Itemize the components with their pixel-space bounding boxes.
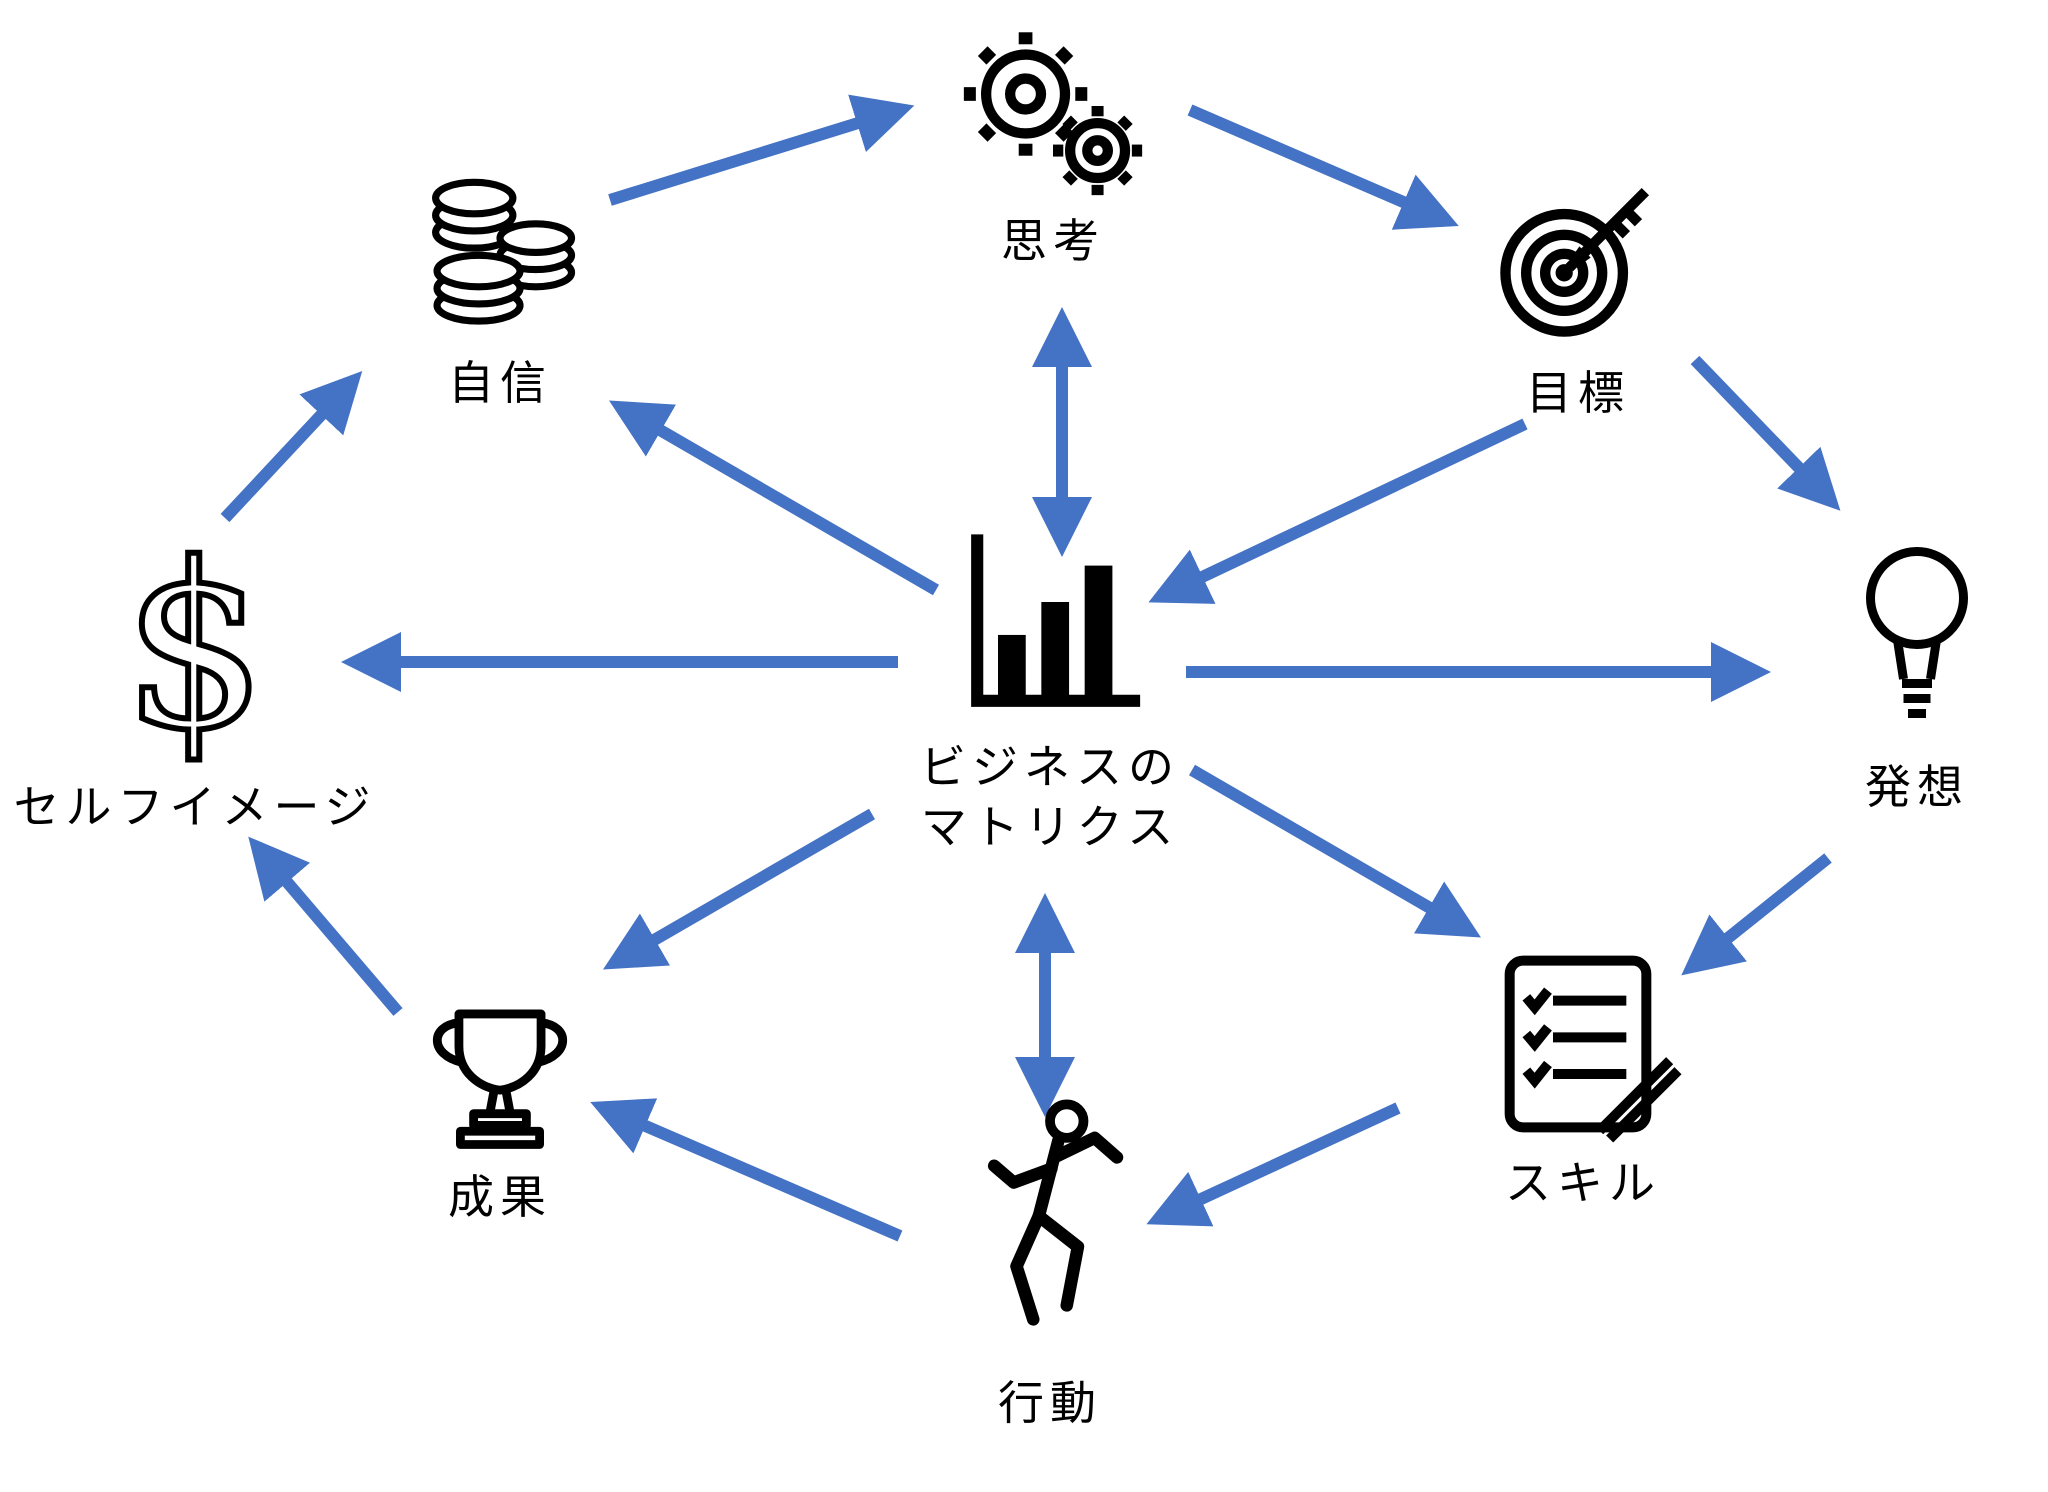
node-label: 発想 [1865,760,1969,814]
node-label: スキル [1505,1156,1661,1210]
node-thinking: 思考 [948,22,1158,272]
node-skill: スキル [1470,944,1696,1214]
node-label: 行動 [998,1376,1102,1430]
node-goal: 目標 [1472,164,1684,424]
node-idea: 発想 [1822,532,2012,818]
arrow-center-to-result [603,808,876,970]
arrow-center-to-confidence [609,400,940,596]
node-center: ビジネスの マトリクス [920,524,1174,858]
lightbulb-icon [1866,547,1968,718]
arrow-thinking-to-goal [1187,104,1459,230]
arrow-idea-to-skill [1681,853,1832,976]
node-action: 行動 [958,1096,1142,1434]
center-label: ビジネスの マトリクス [920,738,1180,858]
checklist-icon [1504,955,1682,1143]
arrow-skill-to-action [1146,1102,1401,1227]
trophy-icon [432,1009,568,1149]
node-confidence: 自信 [398,158,602,414]
center-label-line1: ビジネスの [920,740,1180,794]
node-label: 目標 [1526,366,1630,420]
node-self-image: $ セルフイメージ [13,528,370,838]
arrow-center-to-skill [1188,764,1481,938]
node-result: 成果 [398,996,602,1228]
arrow-goal-to-center [1148,418,1528,604]
runner-icon [987,1099,1124,1326]
arrow-confidence-to-thinking [608,94,915,206]
node-label: セルフイメージ [13,780,377,834]
arrow-goal-to-idea [1690,355,1841,511]
svg-text:$: $ [137,528,253,768]
arrow-result-to-self-image [248,836,403,1016]
arrow-self-image-to-confidence [220,371,363,523]
center-label-line2: マトリクス [920,799,1180,854]
node-label: 思考 [1001,214,1105,268]
node-label: 自信 [448,356,552,410]
node-label: 成果 [448,1170,552,1224]
gears-icon [963,32,1143,196]
bar-chart-icon [971,534,1141,707]
target-icon [1500,187,1650,337]
arrow-action-to-result [590,1098,903,1242]
dollar-icon: $ [137,528,253,768]
coins-icon [432,178,576,325]
